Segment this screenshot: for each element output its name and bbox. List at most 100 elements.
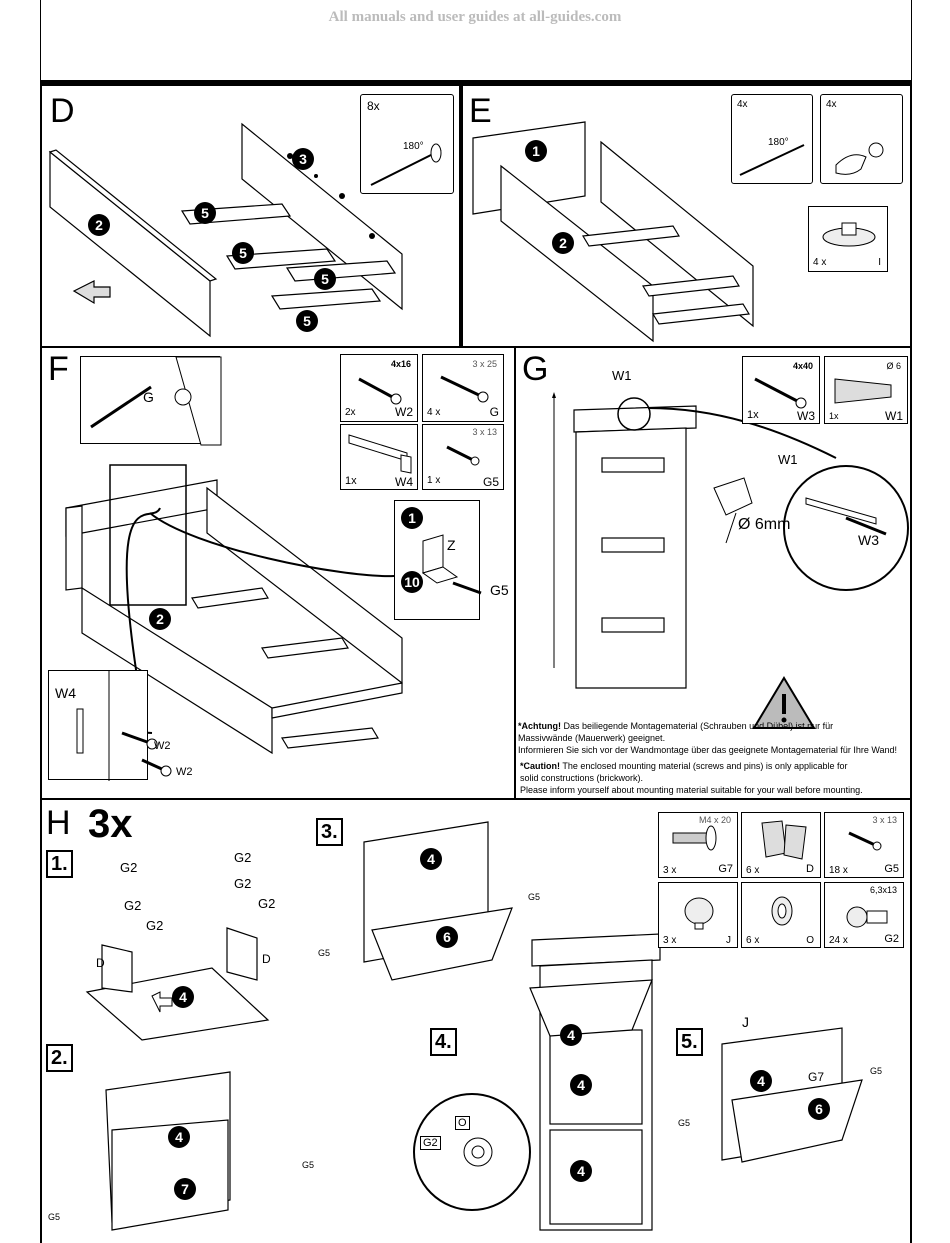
warning-de-2: Massivwände (Mauerwerk) geeignet. xyxy=(518,733,666,743)
wall-plug-icon xyxy=(834,378,892,404)
warning-en-title: *Caution! xyxy=(520,761,560,771)
size-label: 3 x 13 xyxy=(472,427,497,437)
part-number: 2 xyxy=(149,608,171,630)
code-label: G7 xyxy=(718,863,733,875)
size-label: 3 x 25 xyxy=(472,359,497,369)
part-number: 4 xyxy=(172,986,194,1008)
g5-label: G5 xyxy=(870,1066,883,1076)
screw-icon xyxy=(754,377,807,409)
drill-size-label: Ø 6mm xyxy=(738,516,791,533)
step-2: 2. xyxy=(46,1044,73,1072)
f-detail-g-box: G xyxy=(80,356,222,446)
part-number: 4 xyxy=(570,1160,592,1182)
bolt-icon xyxy=(672,825,717,851)
g2-label: G2 xyxy=(234,876,252,891)
g2-label: G2 xyxy=(146,918,164,933)
g2-label: G2 xyxy=(420,1136,441,1150)
f-hw-w2: 4x16 2x W2 xyxy=(340,354,418,422)
g5-label: G5 xyxy=(48,1212,61,1222)
f-hw-w4: 1x W4 xyxy=(340,424,418,490)
f-hw-g5: 3 x 13 1 x G5 xyxy=(422,424,504,490)
qty-label: 6 x xyxy=(746,865,760,876)
part-number: 4 xyxy=(750,1070,772,1092)
hand-press-icon xyxy=(835,142,884,175)
g5-label: G5 xyxy=(528,892,541,902)
ring-icon xyxy=(771,896,793,926)
wall-screws xyxy=(121,731,172,777)
part-number: 5 xyxy=(296,310,318,332)
warning-de-title: *Achtung! xyxy=(518,721,561,731)
f-detail-w4-box: W4 xyxy=(48,670,148,781)
w2-label: W2 xyxy=(154,740,171,752)
qty-label: 1x xyxy=(829,411,839,421)
part-number: 1 xyxy=(401,507,423,529)
cam-screw-icon xyxy=(370,143,442,186)
part-number: 1 xyxy=(525,140,547,162)
section-h: H 3x 1. 2. 3. 4. 5. xyxy=(40,798,912,1243)
flap-hinge-icon xyxy=(761,820,807,860)
knob-icon xyxy=(684,897,714,930)
part-number: 3 xyxy=(292,148,314,170)
step-5: 5. xyxy=(676,1028,703,1056)
g-label: G xyxy=(143,389,154,405)
h-drawing xyxy=(85,821,863,1231)
part-number: 10 xyxy=(401,571,423,593)
e-detail-box-2: 4x xyxy=(820,94,903,184)
step-1: 1. xyxy=(46,850,73,878)
screw-icon xyxy=(446,445,480,466)
size-label: 4x16 xyxy=(390,359,411,369)
qty-label: 4x xyxy=(737,99,748,110)
code-label: G xyxy=(489,405,499,419)
section-letter: G xyxy=(522,350,549,388)
o-label: O xyxy=(455,1116,470,1130)
w2-label: W2 xyxy=(176,766,193,778)
g2-label: G2 xyxy=(258,896,276,911)
cam-screw-icon xyxy=(739,144,805,176)
part-number: 4 xyxy=(168,1126,190,1148)
part-number: 4 xyxy=(570,1074,592,1096)
h-hw-g7: M4 x 20 3 x G7 xyxy=(658,812,738,878)
g2-label: G2 xyxy=(234,850,252,865)
part-number: 2 xyxy=(552,232,574,254)
w1-label: W1 xyxy=(612,368,632,383)
code-label: D xyxy=(806,863,814,875)
angle-label: 180° xyxy=(403,141,424,152)
qty-label: 1x xyxy=(345,475,357,487)
section-letter: E xyxy=(469,92,492,130)
g2-label: G2 xyxy=(124,898,142,913)
qty-label: 24 x xyxy=(829,935,848,946)
screw-icon xyxy=(848,831,882,851)
section-letter: H xyxy=(46,804,71,842)
h-hw-d: 6 x D xyxy=(741,812,821,878)
f-drawing xyxy=(65,464,403,755)
screw-icon xyxy=(358,377,402,405)
code-label: G5 xyxy=(884,863,899,875)
warning-de-3: Informieren Sie sich vor der Wandmontage… xyxy=(518,745,898,755)
part-number: 5 xyxy=(314,268,336,290)
size-label: 4x40 xyxy=(792,361,813,371)
qty-label: 6 x xyxy=(746,935,760,946)
code-label: G2 xyxy=(884,933,899,945)
size-label: 3 x 13 xyxy=(872,815,897,825)
g-hw-w1: Ø 6 1x W1 xyxy=(824,356,908,424)
g5-label: G5 xyxy=(302,1160,315,1170)
g-hw-w3: 4x40 1x W3 xyxy=(742,356,820,424)
section-d: D 2 3 5 5 5 5 8x 180° xyxy=(40,86,461,348)
g2-label: G2 xyxy=(120,860,138,875)
h-hw-g2: 6,3x13 24 x G2 xyxy=(824,882,904,948)
qty-label: 4x xyxy=(826,99,837,110)
qty-label: 3 x xyxy=(663,865,677,876)
e-pad-box: 4 x I xyxy=(808,206,888,272)
part-number: 5 xyxy=(232,242,254,264)
wall-bracket-icon xyxy=(76,671,110,781)
header-rule xyxy=(40,80,912,86)
w3-label: W3 xyxy=(858,532,879,548)
z-label: Z xyxy=(447,537,456,553)
dowel-icon xyxy=(90,356,222,446)
d-label: D xyxy=(262,952,271,966)
warning-en-1: *Caution! The enclosed mounting material… xyxy=(520,760,847,773)
angle-bracket-icon xyxy=(421,534,482,595)
warning-de-1: *Achtung! Das beiliegende Montagemateria… xyxy=(518,720,833,733)
part-number: 6 xyxy=(436,926,458,948)
code-label: I xyxy=(878,257,881,268)
